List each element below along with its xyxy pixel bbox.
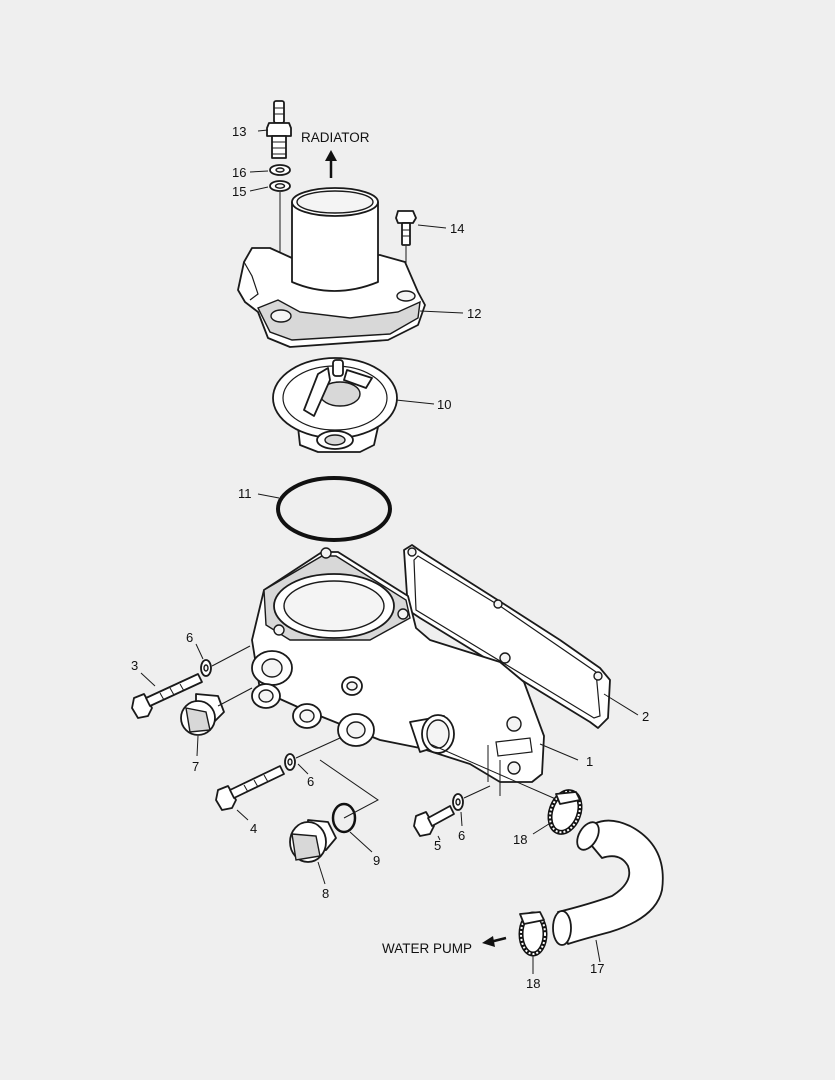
callout-13: 13 <box>232 124 246 139</box>
callout-10: 10 <box>437 397 451 412</box>
part-6c-washer <box>452 793 464 811</box>
part-10-thermostat <box>272 357 398 453</box>
callout-6-upper: 6 <box>186 630 193 645</box>
callout-7: 7 <box>192 759 199 774</box>
part-2-gasket <box>403 544 611 729</box>
callout-2: 2 <box>642 709 649 724</box>
callout-16: 16 <box>232 165 246 180</box>
callout-9: 9 <box>373 853 380 868</box>
part-6a-washer <box>200 659 212 677</box>
callout-3: 3 <box>131 658 138 673</box>
callout-5: 5 <box>434 838 441 853</box>
radiator-arrow-icon <box>325 150 337 178</box>
part-12-thermostat-cover <box>237 187 426 348</box>
callout-18-lower: 18 <box>526 976 540 991</box>
part-9-o-ring <box>331 802 357 834</box>
part-16-washer <box>269 164 291 176</box>
part-11-o-ring <box>276 476 392 542</box>
callout-17: 17 <box>590 961 604 976</box>
part-8-plug <box>289 819 337 863</box>
water-pump-arrow-icon <box>482 936 507 947</box>
radiator-label: RADIATOR <box>301 130 370 145</box>
part-18a-hose-clamp <box>547 789 583 835</box>
part-15-washer <box>269 180 291 192</box>
part-17-hose <box>552 819 664 946</box>
callout-6-middle: 6 <box>307 774 314 789</box>
callout-8: 8 <box>322 886 329 901</box>
callout-1: 1 <box>586 754 593 769</box>
part-13-fitting <box>266 100 292 159</box>
part-3-bolt <box>131 673 203 719</box>
callout-6-lower: 6 <box>458 828 465 843</box>
water-pump-label: WATER PUMP <box>382 941 472 956</box>
part-7-plug <box>180 693 225 736</box>
callout-12: 12 <box>467 306 481 321</box>
part-6b-washer <box>284 753 296 771</box>
part-14-bolt <box>395 210 417 246</box>
part-1-housing <box>251 547 545 783</box>
callout-4: 4 <box>250 821 257 836</box>
part-4-bolt <box>215 765 285 811</box>
part-18b-hose-clamp <box>518 911 548 957</box>
callout-14: 14 <box>450 221 464 236</box>
callout-18-upper: 18 <box>513 832 527 847</box>
callout-11: 11 <box>238 486 252 501</box>
part-5-bolt <box>413 805 455 837</box>
callout-15: 15 <box>232 184 246 199</box>
